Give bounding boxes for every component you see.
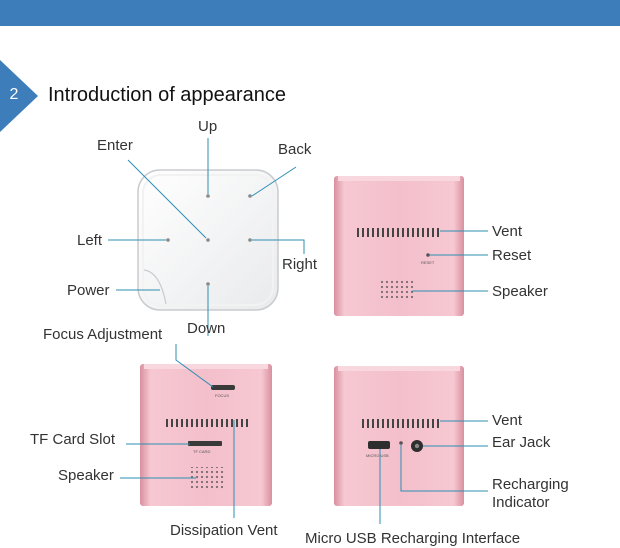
label-down: Down bbox=[187, 320, 226, 337]
label-enter: Enter bbox=[97, 137, 133, 154]
leader-lines bbox=[108, 138, 488, 524]
label-dissipation-vent: Dissipation Vent bbox=[170, 522, 278, 539]
side-view-1: RESET bbox=[334, 176, 464, 316]
label-ear-jack: Ear Jack bbox=[492, 434, 551, 451]
label-right: Right bbox=[282, 256, 318, 273]
tf-print: TF CARD bbox=[193, 449, 210, 454]
label-focus-adjustment: Focus Adjustment bbox=[43, 326, 163, 343]
label-left: Left bbox=[77, 232, 103, 249]
label-vent-bottom: Vent bbox=[492, 412, 523, 429]
label-vent-top: Vent bbox=[492, 223, 523, 240]
section-title: Introduction of appearance bbox=[48, 84, 286, 106]
side-view-3: MICRO USB bbox=[334, 366, 464, 506]
focus-print: FOCUS bbox=[215, 393, 229, 398]
section-number: 2 bbox=[9, 86, 19, 103]
top-header-bar bbox=[0, 0, 620, 26]
label-tf-card-slot: TF Card Slot bbox=[30, 431, 116, 448]
usb-print: MICRO USB bbox=[366, 453, 389, 458]
label-micro-usb: Micro USB Recharging Interface bbox=[305, 530, 521, 547]
label-reset: Reset bbox=[492, 247, 532, 264]
section-badge bbox=[0, 60, 38, 132]
side-view-2: FOCUS TF CARD bbox=[140, 364, 272, 506]
reset-print: RESET bbox=[421, 260, 435, 265]
label-speaker-top: Speaker bbox=[492, 283, 548, 300]
label-up: Up bbox=[198, 118, 218, 135]
label-power: Power bbox=[67, 282, 110, 299]
label-speaker-bottom: Speaker bbox=[58, 467, 114, 484]
label-recharging-indicator: Recharging Indicator bbox=[492, 476, 569, 511]
label-back: Back bbox=[278, 141, 312, 158]
